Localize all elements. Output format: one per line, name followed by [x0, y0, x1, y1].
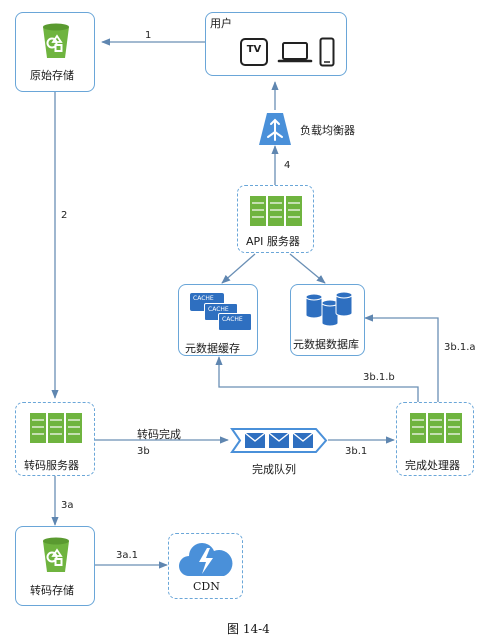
edge-label-3b1a: 3b.1.a	[444, 342, 476, 353]
bucket-icon	[43, 537, 69, 572]
metadata-cache-node: CACHE CACHE CACHE 元数据缓存	[178, 284, 258, 356]
completion-queue-label: 完成队列	[252, 463, 296, 476]
metadata-db-label: 元数据数据库	[293, 338, 359, 351]
edge-label-2: 2	[61, 210, 68, 221]
edge-label-3b1b: 3b.1.b	[363, 372, 395, 383]
edge-label-4: 4	[284, 160, 291, 171]
edge-label-3b-done: 转码完成	[137, 428, 181, 441]
raw-storage-node: 原始存储	[15, 12, 95, 92]
tv-icon-label: TV	[246, 44, 262, 55]
edge-label-3a: 3a	[61, 500, 74, 511]
edge-api-cache	[221, 253, 256, 284]
database-icon	[305, 291, 353, 327]
load-balancer-label: 负载均衡器	[300, 124, 355, 137]
bucket-icon	[43, 23, 69, 58]
cache-label-1: CACHE	[193, 295, 214, 302]
users-label: 用户	[210, 17, 232, 30]
server-cluster-icon	[410, 413, 462, 443]
queue-icon	[230, 428, 328, 453]
edge-3b1b	[215, 356, 419, 402]
edge-label-3b1: 3b.1	[345, 446, 368, 457]
cache-icon-3: CACHE	[218, 313, 252, 331]
tv-icon: TV	[240, 38, 268, 66]
edge-3b1a	[364, 314, 439, 402]
api-servers-label: API 服务器	[246, 235, 300, 248]
users-node: 用户 TV	[205, 12, 347, 76]
transcoded-storage-label: 转码存储	[30, 584, 74, 597]
cache-label-2: CACHE	[208, 306, 229, 313]
cdn-label: CDN	[193, 580, 220, 593]
server-cluster-icon	[30, 413, 82, 443]
cache-label-3: CACHE	[222, 316, 243, 323]
load-balancer-icon	[259, 113, 291, 145]
completion-handler-label: 完成处理器	[405, 459, 460, 472]
edge-label-3b: 3b	[137, 446, 150, 457]
laptop-icon	[277, 42, 313, 63]
completion-handler-node: 完成处理器	[396, 402, 474, 476]
phone-icon	[319, 37, 335, 67]
transcoding-servers-label: 转码服务器	[24, 459, 79, 472]
transcoding-servers-node: 转码服务器	[15, 402, 95, 476]
metadata-cache-label: 元数据缓存	[185, 342, 240, 355]
metadata-db-node: 元数据数据库	[290, 284, 365, 356]
cdn-node: CDN	[168, 533, 243, 599]
transcoded-storage-node: 转码存储	[15, 526, 95, 606]
server-cluster-icon	[250, 196, 302, 226]
edge-label-3a1: 3a.1	[116, 550, 139, 561]
cloud-icon	[179, 543, 233, 576]
raw-storage-label: 原始存储	[30, 69, 74, 82]
figure-caption: 图 14-4	[227, 622, 270, 636]
edge-label-1: 1	[145, 30, 152, 41]
api-servers-node: API 服务器	[237, 185, 314, 253]
edge-api-db	[289, 253, 326, 284]
